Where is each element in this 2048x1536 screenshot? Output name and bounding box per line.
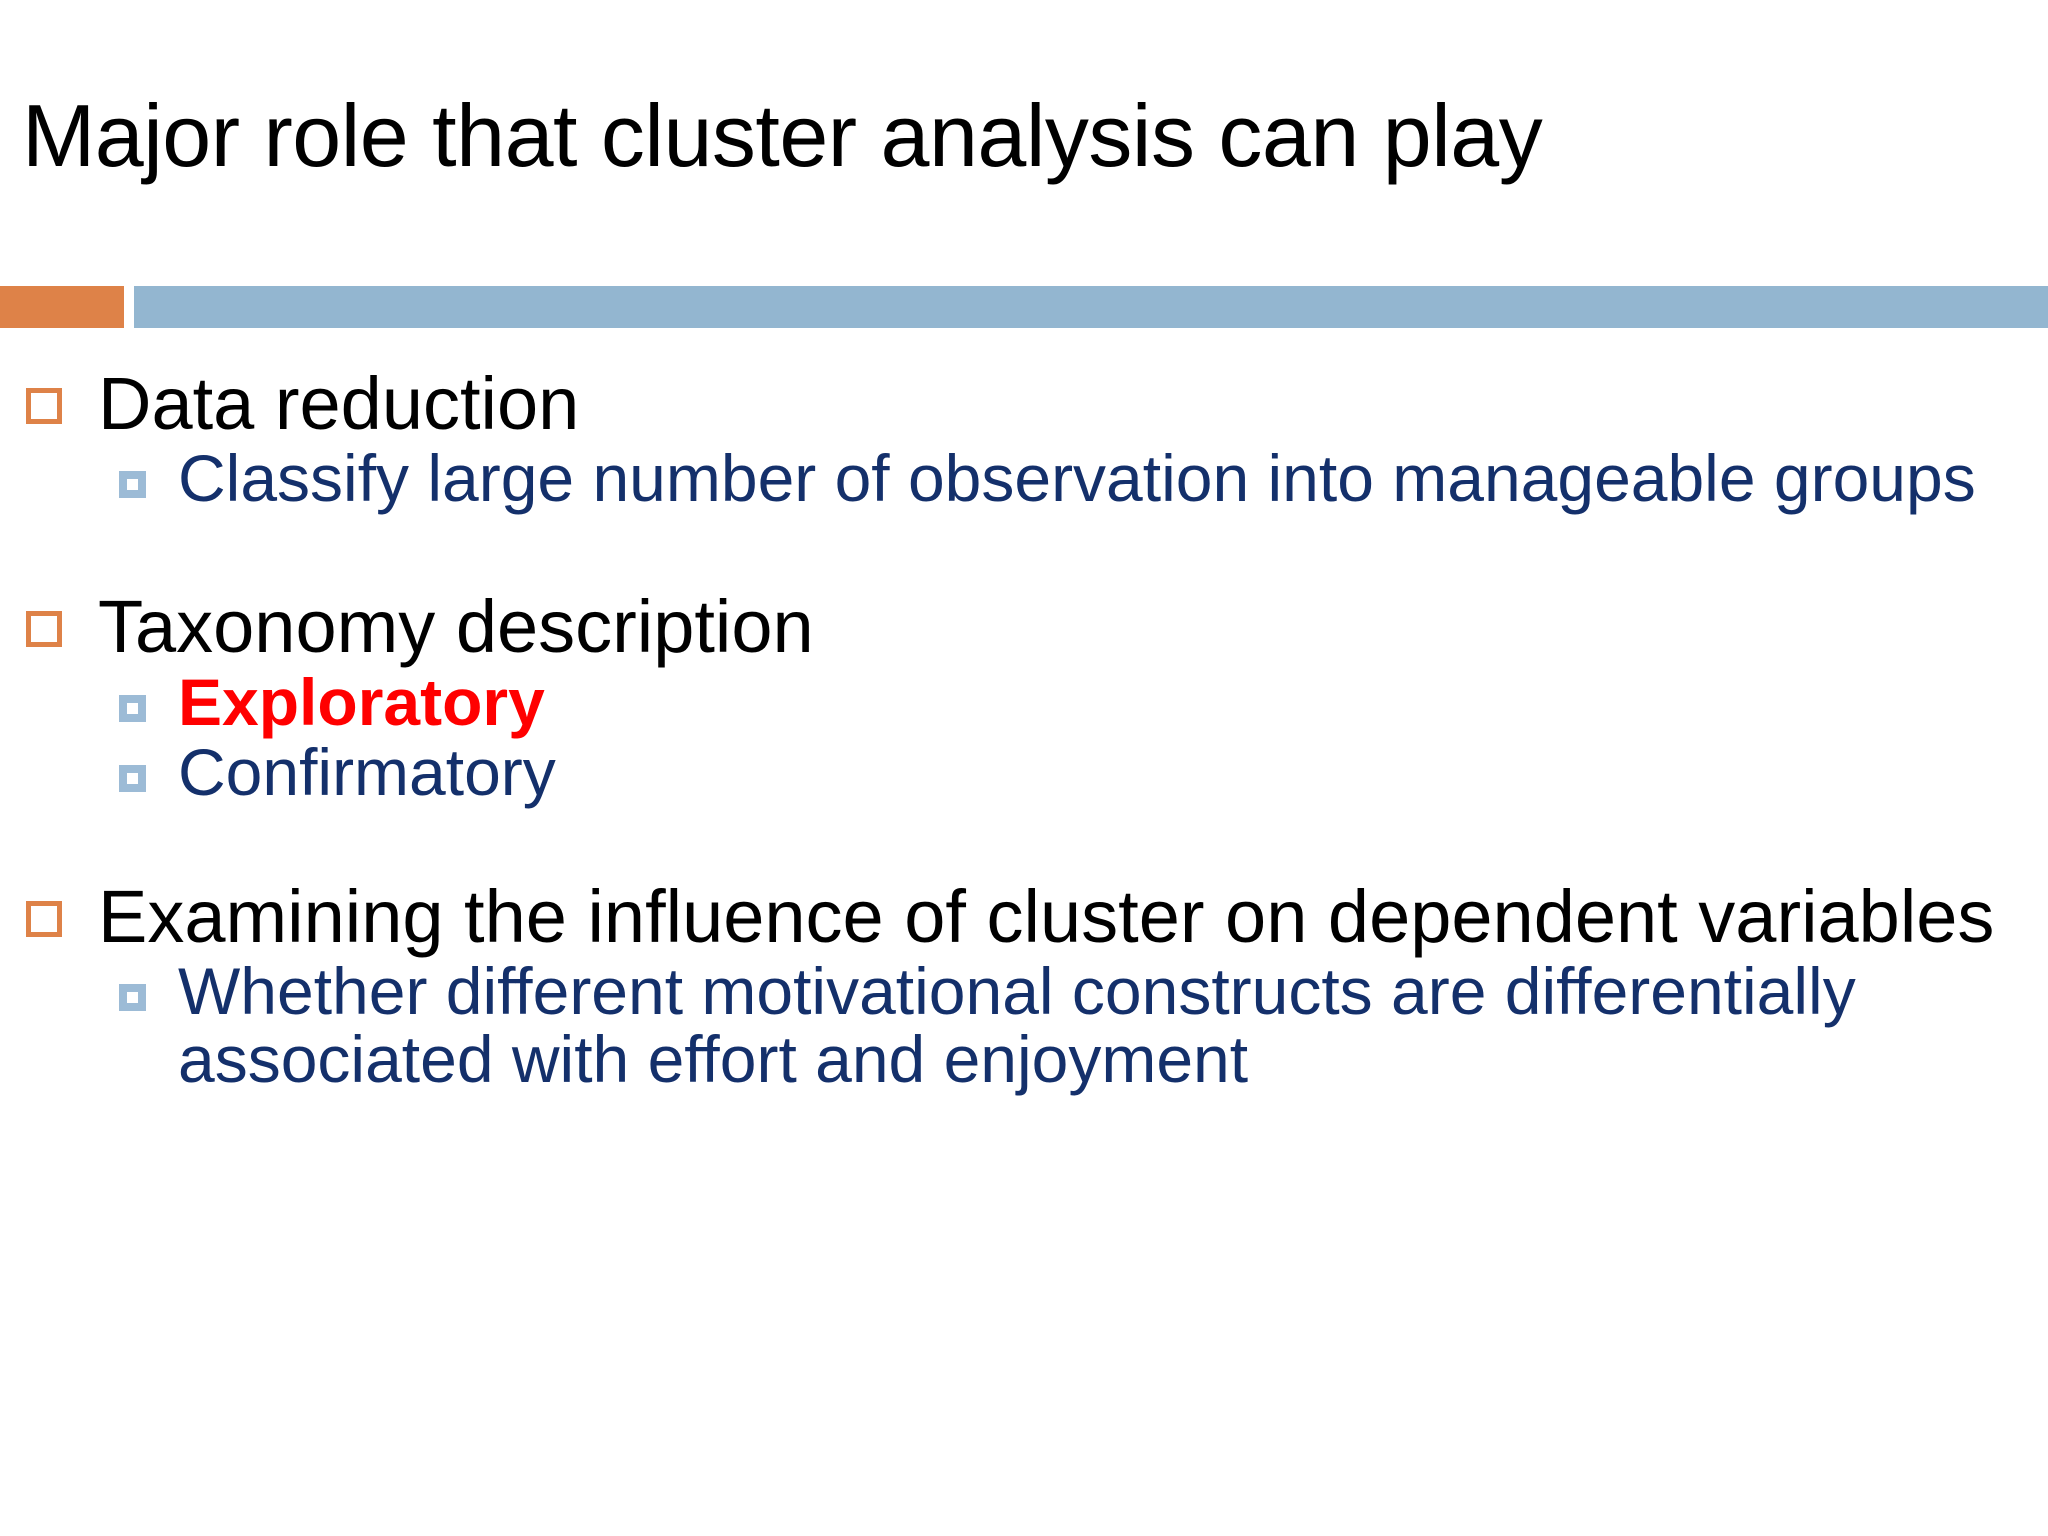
list-item-label: Examining the influence of cluster on de… — [98, 874, 1995, 958]
blue-square-bullet-icon — [119, 471, 146, 499]
list-item-level2: Whether different motivational construct… — [0, 954, 2048, 1097]
list-item-label: Confirmatory — [178, 734, 556, 809]
list-item-level1: Examining the influence of cluster on de… — [0, 874, 2048, 958]
spacer — [0, 515, 2048, 589]
list-item-label: Whether different motivational construct… — [178, 954, 1856, 1097]
list-item-label: Classify large number of observation int… — [178, 441, 1976, 516]
list-item-level2-highlighted: Exploratory — [0, 664, 2048, 739]
divider-bar-blue — [134, 286, 2048, 328]
orange-hollow-square-bullet-icon — [26, 611, 62, 648]
divider-accent-orange — [0, 286, 124, 328]
list-item-label: Taxonomy description — [98, 585, 814, 669]
page-title: Major role that cluster analysis can pla… — [22, 86, 1543, 185]
blue-square-bullet-icon — [119, 984, 146, 1012]
orange-hollow-square-bullet-icon — [26, 900, 62, 937]
list-item-label: Data reduction — [98, 362, 580, 445]
slide-body: Data reduction Classify large number of … — [0, 366, 2048, 1096]
blue-square-bullet-icon — [119, 694, 146, 722]
blue-square-bullet-icon — [119, 764, 146, 792]
spacer — [0, 809, 2048, 879]
list-item-label: Exploratory — [178, 664, 545, 739]
orange-hollow-square-bullet-icon — [26, 388, 62, 424]
list-item-level2: Confirmatory — [0, 734, 2048, 809]
list-item-level1: Taxonomy description — [0, 585, 2048, 669]
list-item-level1: Data reduction — [0, 366, 2048, 441]
title-divider — [0, 286, 2048, 328]
list-item-level2: Classify large number of observation int… — [0, 441, 2048, 516]
